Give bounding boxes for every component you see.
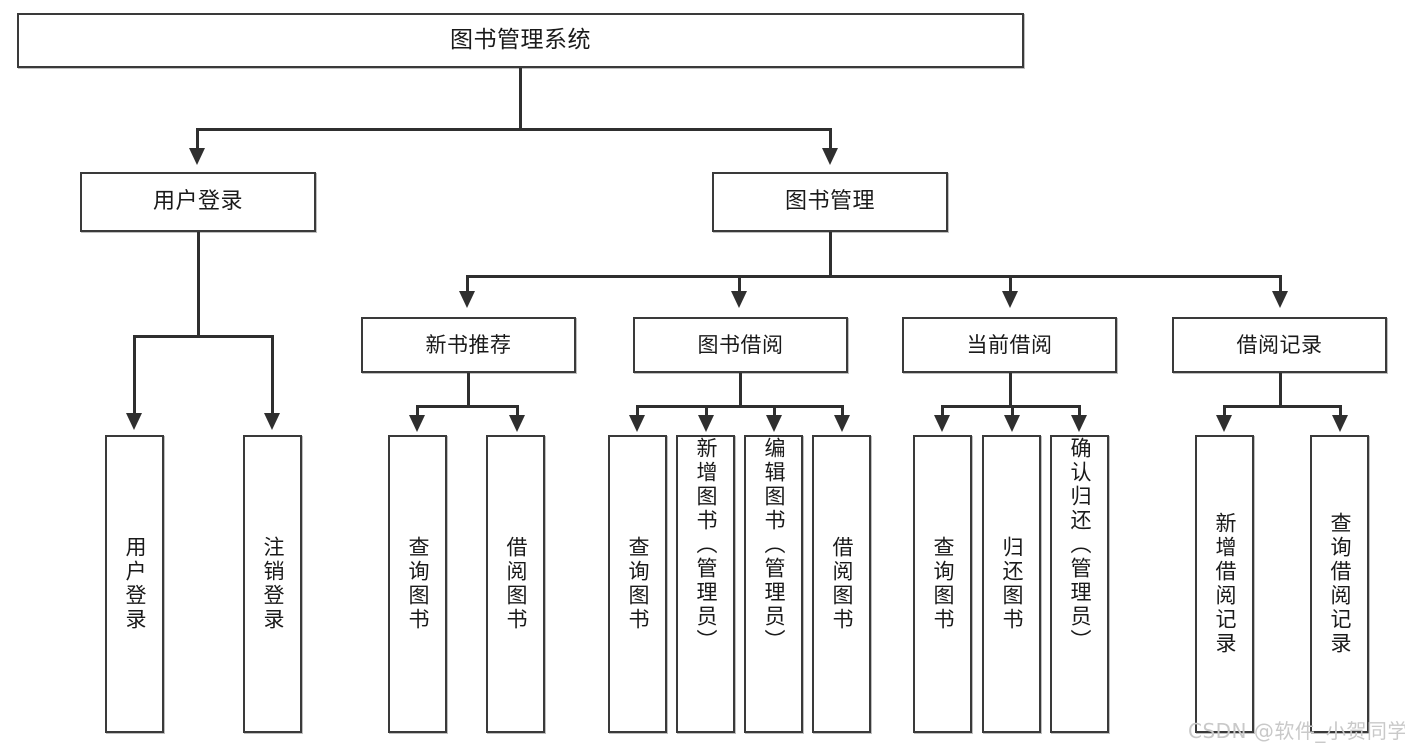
arrowhead-borrow-leaf-2 [698,415,714,432]
node-label: 图书借阅 [697,332,784,357]
arrowhead-book-borrow [731,291,747,308]
node-label: 归还图书 [1000,536,1024,632]
node-label: 图书管理系统 [450,26,591,53]
connector-level3-bar [466,275,1281,278]
arrowhead-current-borrow [1002,291,1018,308]
connector-level3-drop-3 [1009,275,1012,293]
connector-level2-drop-right [829,128,832,150]
connector-borrow-drop-3 [773,405,776,417]
node-label: 查询图书 [931,536,955,632]
node-label: 当前借阅 [966,332,1053,357]
connector-current-bar [941,405,1080,408]
arrowhead-leaf-logout [264,413,280,430]
leaf-recommend-borrow-book[interactable]: 借阅图书 [486,435,545,733]
arrowhead-record-leaf-2 [1332,415,1348,432]
leaf-record-query-record[interactable]: 查询借阅记录 [1310,435,1369,733]
connector-borrow-drop-2 [705,405,708,417]
connector-recommend-bar [416,405,519,408]
connector-recommend-drop-2 [516,405,519,417]
node-label: 编辑图书（管理员） [762,437,786,653]
arrowhead-record-leaf-1 [1216,415,1232,432]
connector-user-login-stem [197,232,200,335]
arrowhead-borrow-leaf-3 [766,415,782,432]
connector-level3-drop-4 [1279,275,1282,293]
connector-record-bar [1223,405,1341,408]
node-label: 新增图书（管理员） [694,437,718,653]
leaf-current-confirm-return-admin[interactable]: 确认归还（管理员） [1050,435,1109,733]
arrowhead-user-login [189,148,205,165]
connector-level3-drop-1 [466,275,469,293]
connector-borrow-bar [636,405,843,408]
arrowhead-current-leaf-3 [1071,415,1087,432]
node-label: 查询借阅记录 [1328,512,1352,656]
node-label: 借阅图书 [830,536,854,632]
node-label: 用户登录 [152,189,243,215]
node-book-management[interactable]: 图书管理 [712,172,948,232]
node-new-book-recommend[interactable]: 新书推荐 [361,317,576,373]
connector-record-drop-2 [1339,405,1342,417]
connector-user-login-drop-1 [133,335,136,415]
node-current-borrow[interactable]: 当前借阅 [902,317,1117,373]
leaf-current-return-book[interactable]: 归还图书 [982,435,1041,733]
node-label: 借阅图书 [504,536,528,632]
leaf-user-login[interactable]: 用户登录 [105,435,164,733]
connector-user-login-bar [133,335,273,338]
leaf-recommend-query-book[interactable]: 查询图书 [388,435,447,733]
node-label: 图书管理 [784,189,875,215]
arrowhead-borrow-leaf-1 [629,415,645,432]
connector-record-stem [1279,373,1282,407]
leaf-borrow-borrow-book[interactable]: 借阅图书 [812,435,871,733]
connector-borrow-drop-4 [841,405,844,417]
connector-user-login-drop-2 [271,335,274,415]
arrowhead-recommend-leaf-2 [509,415,525,432]
leaf-logout[interactable]: 注销登录 [243,435,302,733]
arrowhead-current-leaf-1 [934,415,950,432]
arrowhead-borrow-record [1272,291,1288,308]
connector-current-stem [1009,373,1012,407]
node-book-borrow[interactable]: 图书借阅 [633,317,848,373]
node-root-system[interactable]: 图书管理系统 [17,13,1024,68]
node-label: 查询图书 [626,536,650,632]
connector-current-drop-2 [1011,405,1014,417]
connector-root-stem [519,68,522,128]
connector-level2-drop-left [196,128,199,150]
connector-recommend-drop-1 [416,405,419,417]
connector-level3-drop-2 [738,275,741,293]
connector-current-drop-3 [1078,405,1081,417]
leaf-borrow-query-book[interactable]: 查询图书 [608,435,667,733]
arrowhead-recommend-leaf-1 [409,415,425,432]
connector-book-management-stem [829,232,832,277]
leaf-borrow-edit-book-admin[interactable]: 编辑图书（管理员） [744,435,803,733]
node-label: 注销登录 [261,536,285,632]
connector-borrow-drop-1 [636,405,639,417]
connector-recommend-stem [467,373,470,407]
arrowhead-current-leaf-2 [1004,415,1020,432]
node-label: 确认归还（管理员） [1068,437,1092,653]
arrowhead-borrow-leaf-4 [834,415,850,432]
arrowhead-new-book-recommend [459,291,475,308]
connector-borrow-stem [739,373,742,407]
arrowhead-book-manage [822,148,838,165]
node-user-login[interactable]: 用户登录 [80,172,316,232]
leaf-record-add-record[interactable]: 新增借阅记录 [1195,435,1254,733]
leaf-current-query-book[interactable]: 查询图书 [913,435,972,733]
connector-level2-bar [196,128,832,131]
node-label: 查询图书 [406,536,430,632]
node-label: 新增借阅记录 [1213,512,1237,656]
node-borrow-record[interactable]: 借阅记录 [1172,317,1387,373]
connector-record-drop-1 [1223,405,1226,417]
node-label: 用户登录 [123,536,147,632]
leaf-borrow-add-book-admin[interactable]: 新增图书（管理员） [676,435,735,733]
node-label: 新书推荐 [425,332,512,357]
connector-current-drop-1 [941,405,944,417]
node-label: 借阅记录 [1236,332,1323,357]
arrowhead-leaf-user-login [126,413,142,430]
